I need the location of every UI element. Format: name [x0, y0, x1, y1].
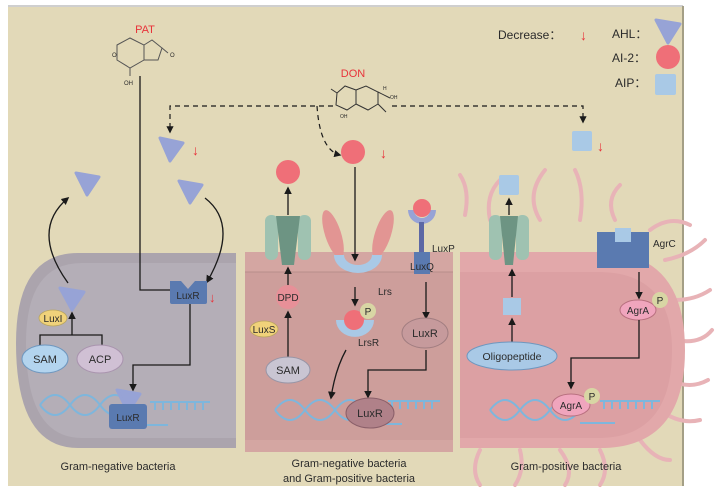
agrc-label: AgrC — [653, 239, 676, 250]
agra-label: AgrA — [627, 306, 650, 317]
agra-phosphate-node — [652, 292, 668, 308]
oligopeptide-label: Oligopeptide — [483, 351, 542, 363]
legend-ahl-label: AHL： — [612, 27, 647, 41]
luxp-bound-ai2 — [413, 199, 431, 217]
pat-label: PAT — [135, 24, 155, 36]
ai2-exported-circle — [276, 160, 300, 184]
mixed-dna — [274, 399, 440, 425]
legend-ahl-triangle-icon — [654, 18, 682, 45]
gram-positive-caption: Gram-positive bacteria — [511, 461, 623, 473]
pat-carbonyl-oxygen: O — [170, 53, 175, 59]
luxs-label: LuxS — [253, 325, 276, 336]
luxp-receptor — [408, 210, 436, 224]
ahl-bound-triangle — [115, 388, 142, 414]
dpd-label: DPD — [277, 293, 298, 304]
don-to-aip-dashed-arrow — [392, 105, 587, 124]
luxr-receptor-label: LuxR — [176, 291, 199, 302]
luxi-label: LuxI — [44, 314, 63, 325]
legend-aip-square-icon — [655, 74, 676, 95]
don-to-ai2-dashed-arrow — [316, 105, 342, 158]
lrs-receptor — [322, 210, 394, 273]
agra-to-dna-arrow — [567, 320, 640, 390]
lrsr-bound-ai2 — [344, 310, 364, 330]
agra-dna-phosphate-node — [584, 388, 600, 404]
acp-label: ACP — [89, 354, 112, 366]
luxq-label: LuxQ — [410, 262, 434, 273]
ai2-transporter — [265, 215, 311, 265]
agra-node — [619, 299, 657, 321]
lrsr-label: LrsR — [358, 338, 379, 349]
ahl-import-arrow — [204, 197, 224, 284]
gram-negative-caption: Gram-negative bacteria — [61, 461, 177, 473]
ahl-decreased-triangle — [158, 136, 185, 163]
acp-node — [76, 344, 124, 374]
luxs-node — [249, 320, 279, 338]
pat-oh-label: OH — [124, 81, 133, 87]
aip-decreased-square — [572, 131, 592, 151]
agra-dna-phosphate-label: P — [589, 392, 596, 403]
mixed-luxr-dna-label: LuxR — [357, 408, 383, 420]
legend-aip-label: AIP： — [615, 76, 646, 90]
luxr-to-dna-arrow — [129, 304, 191, 392]
luxr-dna-label: LuxR — [116, 413, 139, 424]
luxp-stalk — [419, 222, 424, 252]
luxr-to-mixed-dna-arrow — [364, 350, 427, 399]
mixed-sam-label: SAM — [276, 365, 300, 377]
don-molecule — [330, 85, 391, 113]
lrs-label: Lrs — [378, 287, 392, 298]
don-h-label: H — [383, 86, 387, 92]
gram-negative-cell-interior — [26, 263, 236, 438]
sam-node — [21, 344, 69, 374]
sam-label: SAM — [33, 354, 57, 366]
dpd-node — [276, 285, 300, 309]
gram-positive-pili — [458, 168, 714, 487]
gram-positive-dna — [489, 399, 660, 424]
ahl-export-arrow — [48, 196, 70, 284]
ahl-secreted-triangle — [74, 171, 101, 197]
mixed-luxr-label: LuxR — [412, 328, 438, 340]
legend-decrease-arrow-icon: ↓ — [580, 27, 587, 43]
legend-ai2-label: AI-2： — [612, 51, 646, 65]
oligopeptide-node — [466, 341, 558, 371]
agrc-receptor — [597, 228, 649, 268]
aip-precursor-square — [503, 298, 521, 315]
don-label: DON — [341, 68, 366, 80]
ahl-decrease-arrow-icon: ↓ — [192, 142, 199, 158]
mixed-caption-line2: and Gram-positive bacteria — [283, 473, 416, 485]
agra-dna-label: AgrA — [560, 401, 583, 412]
mixed-luxr-dna-complex — [345, 397, 395, 429]
luxq-kinase — [414, 252, 430, 274]
legend-ai2-circle-icon — [656, 45, 680, 69]
legend-decrease-label: Decrease： — [498, 28, 561, 42]
mixed-sam-node — [265, 356, 311, 384]
ai2-decrease-arrow-icon: ↓ — [380, 145, 387, 161]
aip-transporter — [489, 215, 529, 265]
aip-decrease-arrow-icon: ↓ — [597, 138, 604, 154]
mixed-caption-line1: Gram-negative bacteria — [292, 458, 408, 470]
sam-acp-bracket — [39, 334, 103, 345]
lrsr-phosphate-node — [360, 303, 376, 319]
lrsr-phosphate-label: P — [365, 307, 372, 318]
don-oh-label-2: OH — [390, 95, 398, 101]
luxr-receptor — [170, 281, 207, 304]
don-to-ahl-dashed-arrow — [166, 105, 333, 134]
lrsr-to-dna-arrow — [328, 349, 347, 400]
ai2-decreased-circle — [341, 140, 365, 164]
aip-exported-square — [499, 175, 519, 195]
luxr-decrease-arrow-icon: ↓ — [209, 290, 216, 305]
mixed-luxr-node — [401, 317, 449, 349]
ahl-incoming-triangle — [177, 179, 204, 205]
pat-molecule — [116, 37, 169, 76]
agra-dna-complex — [551, 393, 591, 417]
luxp-label: LuxP — [432, 244, 455, 255]
luxi-node — [38, 309, 68, 327]
ahl-synthesized-triangle — [58, 286, 86, 312]
luxr-dna-complex — [109, 404, 147, 429]
don-oh-label-1: OH — [340, 114, 348, 120]
pat-ring-oxygen: O — [112, 53, 117, 59]
agra-phosphate-label: P — [657, 296, 664, 307]
